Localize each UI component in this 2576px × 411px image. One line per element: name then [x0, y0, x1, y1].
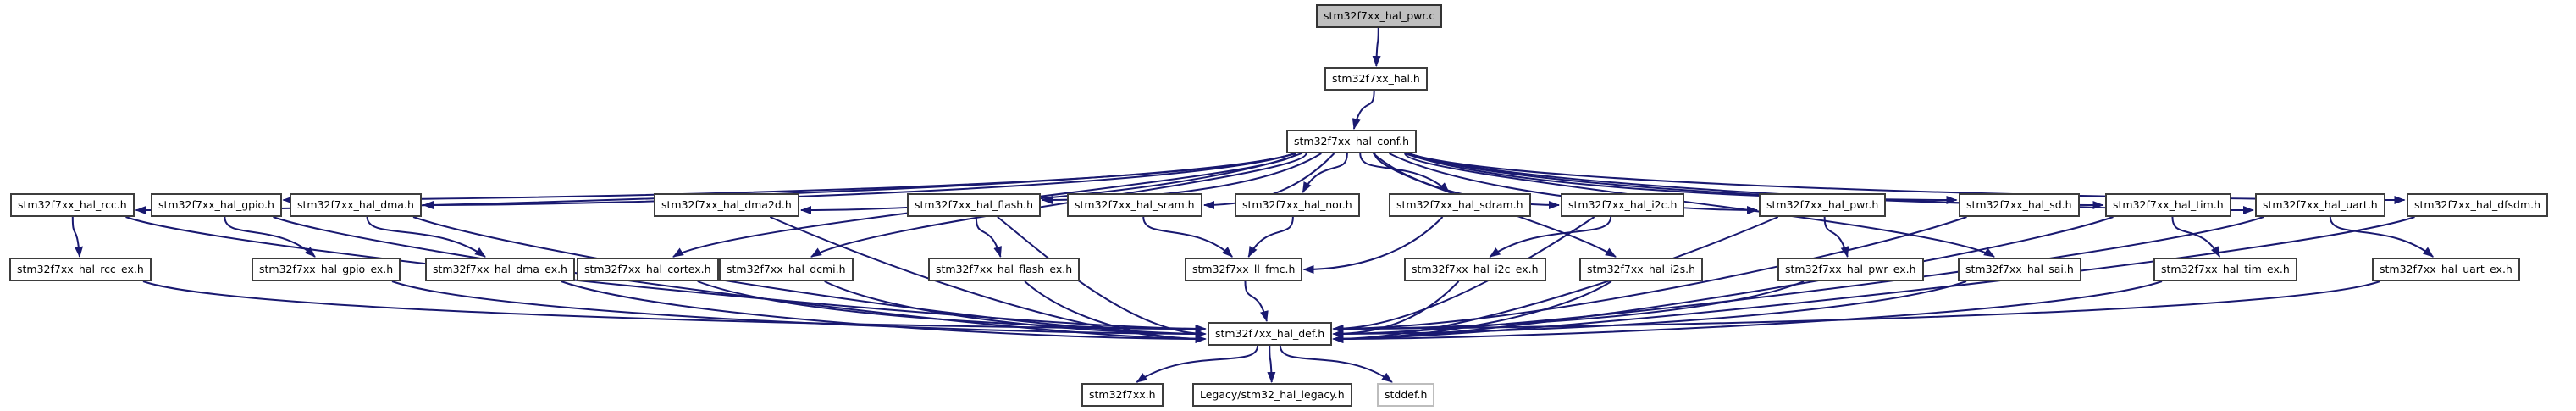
- include-edge-tim-def: [1332, 216, 2114, 343]
- graph-node-def[interactable]: stm32f7xx_hal_def.h: [1208, 322, 1333, 346]
- include-edge-rcc-rcc_ex: [71, 216, 83, 258]
- include-edge-conf-nor: [1302, 153, 1348, 193]
- include-edge-pwr_h-def: [1332, 216, 1779, 343]
- graph-node-rcc_ex[interactable]: stm32f7xx_hal_rcc_ex.h: [9, 258, 152, 281]
- include-edge-gpio-def: [273, 216, 1207, 343]
- graph-node-sd[interactable]: stm32f7xx_hal_sd.h: [1959, 193, 2080, 217]
- include-edge-tim-tim_ex: [2171, 216, 2221, 258]
- include-edge-flash_ex-def: [1024, 280, 1207, 343]
- graph-node-uart[interactable]: stm32f7xx_hal_uart.h: [2255, 193, 2385, 217]
- graph-node-rcc[interactable]: stm32f7xx_hal_rcc.h: [10, 193, 135, 217]
- include-edge-dcmi-def: [824, 280, 1207, 338]
- graph-node-gpio[interactable]: stm32f7xx_hal_gpio.h: [151, 193, 282, 217]
- graph-node-cortex[interactable]: stm32f7xx_hal_cortex.h: [577, 258, 719, 281]
- include-edge-nor-ll_fmc: [1247, 216, 1294, 258]
- graph-node-uart_ex[interactable]: stm32f7xx_hal_uart_ex.h: [2372, 258, 2520, 281]
- include-edge-uart_ex-def: [1332, 280, 2380, 333]
- graph-node-flash[interactable]: stm32f7xx_hal_flash.h: [907, 193, 1042, 217]
- include-edge-conf-i2c: [1372, 153, 1560, 209]
- include-edge-conf-pwr_h: [1389, 153, 1758, 214]
- include-edge-def-legacy: [1267, 345, 1276, 383]
- include-edge-flash-flash_ex: [975, 216, 1002, 258]
- include-edge-def-stddef: [1279, 345, 1393, 383]
- include-edge-cortex-def: [697, 280, 1207, 333]
- graph-node-i2s[interactable]: stm32f7xx_hal_i2s.h: [1579, 258, 1704, 281]
- graph-node-conf[interactable]: stm32f7xx_hal_conf.h: [1286, 130, 1418, 153]
- graph-node-nor[interactable]: stm32f7xx_hal_nor.h: [1235, 193, 1360, 217]
- graph-node-pwr_h[interactable]: stm32f7xx_hal_pwr.h: [1759, 193, 1887, 217]
- graph-node-legacy[interactable]: Legacy/stm32_hal_legacy.h: [1192, 383, 1352, 407]
- include-edge-gpio_ex-def: [391, 280, 1207, 338]
- include-edge-dma_ex-def: [561, 280, 1207, 343]
- graph-node-dma2d[interactable]: stm32f7xx_hal_dma2d.h: [654, 193, 799, 217]
- include-edge-dfsdm-def: [1332, 216, 2415, 343]
- graph-node-stddef: stddef.h: [1377, 383, 1435, 407]
- include-edge-uart-def: [1332, 216, 2264, 338]
- graph-node-sdram[interactable]: stm32f7xx_hal_sdram.h: [1389, 193, 1531, 217]
- graph-node-pwr_c: stm32f7xx_hal_pwr.c: [1316, 4, 1443, 28]
- include-edge-tim_ex-def: [1332, 280, 2163, 343]
- graph-node-ll_fmc[interactable]: stm32f7xx_ll_fmc.h: [1185, 258, 1303, 281]
- include-edge-flash-def: [997, 216, 1207, 338]
- include-edge-sram-ll_fmc: [1142, 216, 1233, 258]
- graph-node-pwr_ex[interactable]: stm32f7xx_hal_pwr_ex.h: [1777, 258, 1924, 281]
- graph-node-f7xx[interactable]: stm32f7xx.h: [1081, 383, 1164, 407]
- include-edge-hal-conf: [1352, 90, 1375, 130]
- include-edge-rcc_ex-def: [142, 280, 1207, 333]
- graph-node-dma_ex[interactable]: stm32f7xx_hal_dma_ex.h: [425, 258, 575, 281]
- graph-node-flash_ex[interactable]: stm32f7xx_hal_flash_ex.h: [928, 258, 1081, 281]
- include-edge-i2c-def: [1332, 216, 1595, 333]
- graph-node-gpio_ex[interactable]: stm32f7xx_hal_gpio_ex.h: [252, 258, 401, 281]
- graph-node-i2c_ex[interactable]: stm32f7xx_hal_i2c_ex.h: [1404, 258, 1546, 281]
- include-edge-sdram-ll_fmc: [1302, 216, 1444, 274]
- graph-node-sai[interactable]: stm32f7xx_hal_sai.h: [1958, 258, 2081, 281]
- include-edge-sai-def: [1332, 280, 1967, 338]
- include-edge-conf-dma: [423, 153, 1296, 209]
- graph-node-dcmi[interactable]: stm32f7xx_hal_dcmi.h: [719, 258, 854, 281]
- graph-node-tim[interactable]: stm32f7xx_hal_tim.h: [2105, 193, 2231, 217]
- include-edge-dma-dma_ex: [366, 216, 486, 258]
- graph-node-sram[interactable]: stm32f7xx_hal_sram.h: [1067, 193, 1202, 217]
- include-edge-sd-def: [1332, 216, 1967, 333]
- include-edge-ll_fmc-def: [1244, 280, 1269, 322]
- include-edge-i2s-def: [1332, 280, 1612, 343]
- graph-node-hal[interactable]: stm32f7xx_hal.h: [1324, 67, 1428, 91]
- graph-node-dma[interactable]: stm32f7xx_hal_dma.h: [290, 193, 422, 217]
- graph-node-i2c[interactable]: stm32f7xx_hal_i2c.h: [1561, 193, 1685, 217]
- include-edge-dma-def: [412, 216, 1207, 338]
- include-edge-pwr_h-pwr_ex: [1823, 216, 1849, 258]
- include-edge-pwr_c-hal: [1372, 27, 1381, 67]
- include-edge-gpio-gpio_ex: [224, 216, 316, 258]
- graph-node-dfsdm[interactable]: stm32f7xx_hal_dfsdm.h: [2407, 193, 2549, 217]
- graph-node-tim_ex[interactable]: stm32f7xx_hal_tim_ex.h: [2153, 258, 2297, 281]
- include-edge-uart-uart_ex: [2329, 216, 2434, 258]
- include-edge-def-f7xx: [1136, 345, 1259, 383]
- include-edge-conf-sram: [1203, 153, 1335, 209]
